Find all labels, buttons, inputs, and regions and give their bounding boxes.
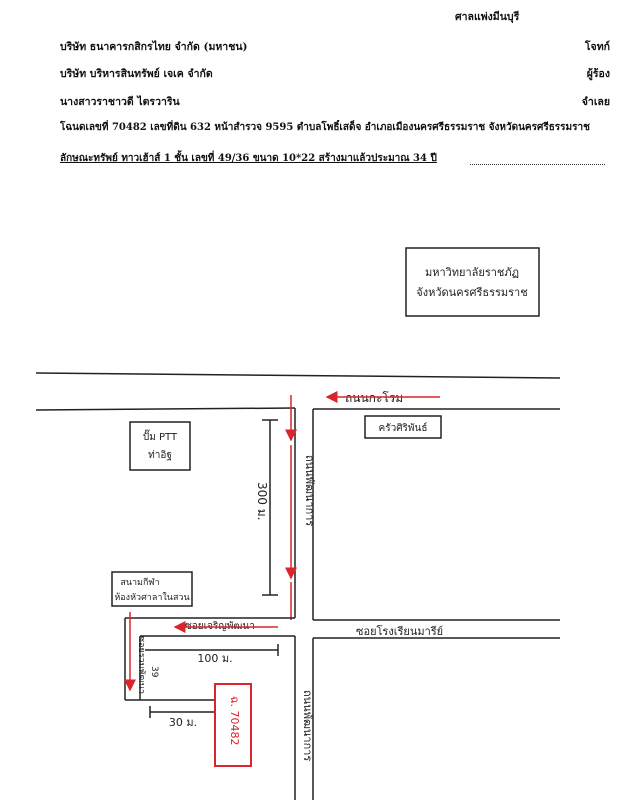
defendant-role: จำเลย <box>581 96 610 108</box>
plaintiff-name: บริษัท ธนาคารกสิกรไทย จำกัด (มหาชน) <box>60 41 248 53</box>
road-top-line <box>35 372 561 379</box>
park-line-1: สนามกีฬา <box>120 577 159 588</box>
deed-line: โฉนดเลขที่ 70482 เลขที่ดิน 632 หน้าสำรวจ… <box>60 122 590 133</box>
road-vertical-upper-label: ถนนพัฒนาการ <box>303 455 316 526</box>
plaintiff-role: โจทก์ <box>584 41 610 53</box>
landmark-box <box>405 247 540 317</box>
soi-vertical-label: ซอยรวมพัฒนา <box>136 636 146 694</box>
road-vertical-lower-label: ถนนพัฒนาการ <box>301 690 314 761</box>
distance-soi-label: 100 ม. <box>197 652 232 665</box>
soi-right-label: ซอยโรงเรียนมารีย์ <box>356 624 443 638</box>
shop-box <box>364 415 442 439</box>
plot-box <box>214 683 252 767</box>
shop-label: ครัวศิริพันธ์ <box>379 422 428 434</box>
pump-line-1: ปั๊ม PTT <box>143 429 178 443</box>
distance-plot-label: 30 ม. <box>169 716 197 729</box>
location-map: มหาวิทยาลัยราชภัฏ จังหวัดนครศรีธรรมราช ถ… <box>35 247 561 800</box>
pump-box <box>129 421 191 471</box>
property-line-dotted <box>470 164 605 165</box>
road-main-label: ถนนกะโรม <box>345 391 403 405</box>
pump-line-2: ท่าอิฐ <box>148 450 172 461</box>
defendant-name: นางสาวราชาวดี ไตรวาริน <box>60 96 180 108</box>
petitioner-role: ผู้ร้อง <box>586 68 610 80</box>
landmark-line-1: มหาวิทยาลัยราชภัฏ <box>425 266 519 279</box>
park-line-2: ห้องหัวศาลาในสวน <box>114 592 189 603</box>
property-line: ลักษณะทรัพย์ ทาวเฮ้าส์ 1 ชั้น เลขที่ 49/… <box>60 153 437 164</box>
court-name: ศาลแพ่งมีนบุรี <box>455 11 520 23</box>
distance-vertical-label: 300 ม. <box>255 482 269 520</box>
road-bottom-line-left <box>35 407 296 411</box>
landmark-line-2: จังหวัดนครศรีธรรมราช <box>416 286 527 299</box>
soi-number-label: 39 <box>149 666 159 678</box>
plot-label: ฉ. 70482 <box>228 696 241 745</box>
park-box <box>111 571 193 607</box>
petitioner-name: บริษัท บริหารสินทรัพย์ เจเค จำกัด <box>60 68 213 80</box>
